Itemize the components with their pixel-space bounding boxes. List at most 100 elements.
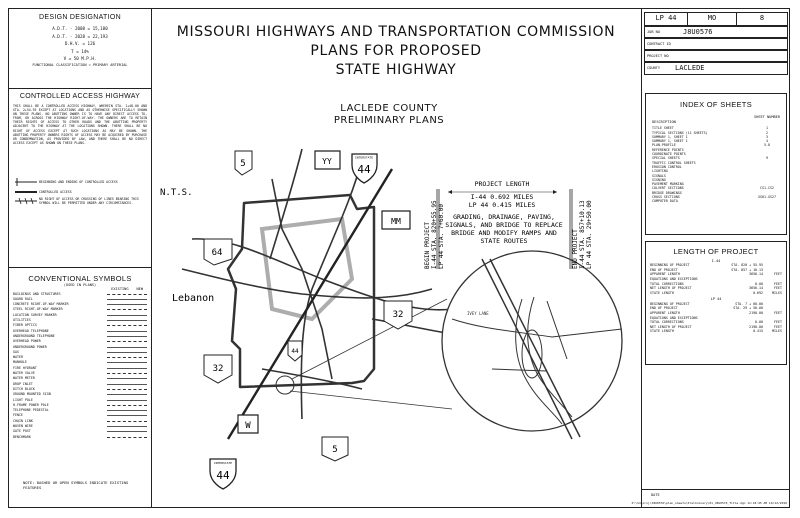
symbol-row: GATE POST [13, 429, 147, 434]
design-line: A.D.T. - 2008 = 15,180 [52, 26, 108, 31]
county-title: LACLEDE COUNTY PRELIMINARY PLANS [333, 103, 445, 126]
index-row: REFERENCE POINTS [652, 147, 684, 152]
symbol-glyph-icon [107, 376, 147, 380]
nts-label: N.T.S. [160, 188, 193, 198]
symbol-glyph-icon [107, 297, 147, 300]
symbol-row: WATER [13, 355, 147, 360]
symbol-row: BUILDINGS AND STRUCTURES [13, 292, 147, 297]
right-column-divider [641, 9, 642, 507]
svg-text:64: 64 [212, 248, 223, 258]
work-line-3: BRIDGE AND MODIFY RAMPS AND [451, 229, 557, 237]
left-column-divider [151, 9, 152, 507]
conventional-symbols-header: CONVENTIONAL SYMBOLS [28, 274, 132, 283]
symbol-label: UNDERGROUND POWER [13, 344, 47, 349]
symbol-label: DITCH BLOCK [13, 386, 35, 391]
symbol-row: UNDERGROUND POWER [13, 345, 147, 350]
controlled-legend: BEGINNING AND ENDING OF CONTROLLED ACCES… [13, 177, 149, 211]
symbol-label: UTILITIES [13, 318, 31, 323]
symbol-row: UNDERGROUND TELEPHONE [13, 334, 147, 339]
symbol-label: LOCATION SURVEY MARKER [13, 312, 57, 317]
design-values: A.D.T. - 2008 = 15,180 A.D.T. - 2028 = 2… [9, 25, 151, 63]
index-row: PAVEMENT MARKING [652, 182, 684, 187]
svg-text:INTERSTATE: INTERSTATE [355, 156, 373, 160]
symbol-row: GUARD RAIL [13, 297, 147, 302]
symbol-label: GATE POST [13, 429, 31, 434]
symbol-row: OVERHEAD TELEPHONE [13, 329, 147, 334]
i44-length: I-44 0.692 MILES [471, 193, 534, 201]
length-of-project: LENGTH OF PROJECT I-44 BEGINNING OF PROJ… [645, 241, 787, 365]
symbol-label: FIRE HYDRANT [13, 365, 37, 370]
design-line: D.H.V. = 126 [64, 41, 96, 47]
symbol-row: WOVEN WIRE [13, 424, 147, 429]
symbol-glyph-icon [107, 403, 147, 406]
route-mm-shield: MM [381, 210, 411, 230]
conventional-symbols: CONVENTIONAL SYMBOLS (USED IN PLANS) EXI… [9, 268, 151, 504]
symbol-label: TELEPHONE PEDESTAL [13, 408, 49, 413]
symbol-row: LIGHT POLE [13, 398, 147, 403]
symbol-row: WATER VALVE [13, 371, 147, 376]
symbol-glyph-icon [107, 408, 147, 412]
route-64-shield: 64 [203, 238, 233, 266]
route-yy-shield: YY [314, 150, 341, 170]
symbol-glyph-icon [107, 323, 147, 327]
index-of-sheets: INDEX OF SHEETS DESCRIPTION SHEET NUMBER… [645, 93, 787, 235]
symbol-glyph-icon [107, 398, 147, 401]
symbol-row: FIBER OPTICS [13, 323, 147, 328]
index-row: TYPICAL SECTIONS (11 SHEETS)2 [652, 130, 768, 135]
symbol-row: OVERHEAD POWER [13, 339, 147, 344]
legend-row: NO RIGHT OF ACCESS OR CROSSING OF LINES … [13, 197, 149, 211]
divider [9, 267, 151, 268]
route-5-shield: 5 [234, 150, 253, 176]
svg-text:I-44 STA. 820+55.95: I-44 STA. 820+55.95 [431, 200, 438, 269]
symbol-label: FIBER OPTICS [13, 323, 37, 328]
symbol-glyph-icon [107, 318, 147, 322]
svg-text:44: 44 [357, 163, 371, 176]
no-access-symbol-icon [15, 197, 37, 205]
symbol-glyph-icon [107, 355, 147, 359]
symbol-label: OVERHEAD TELEPHONE [13, 328, 49, 333]
functional-classification: FUNCTIONAL CLASSIFICATION = PRIMARY ARTE… [32, 62, 128, 67]
leader-line [291, 298, 448, 380]
svg-text:END PROJECT: END PROJECT [572, 229, 579, 269]
symbol-glyph-icon [107, 307, 147, 311]
title-line-1: MISSOURI HIGHWAYS AND TRANSPORTATION COM… [176, 24, 616, 40]
symbol-row: H-FRAME POWER POLE [13, 403, 147, 408]
svg-text:BEGIN PROJECT: BEGIN PROJECT [424, 222, 431, 269]
sheet-number-cell: 8 [736, 12, 788, 27]
controlled-access-text: THIS SHALL BE A CONTROLLED ACCESS HIGHWA… [13, 104, 147, 145]
svg-text:32: 32 [393, 310, 404, 320]
svg-text:44: 44 [291, 348, 299, 355]
project-length-title: PROJECT LENGTH [475, 180, 530, 188]
title-line-2: PLANS FOR PROPOSED [310, 43, 482, 59]
index-row: SIGNALS [652, 173, 666, 178]
leader-line [289, 390, 453, 410]
city-area [259, 216, 355, 322]
symbol-row: UTILITIES [13, 318, 147, 323]
symbol-row: STEEL RIGHT-OF-WAY MARKER [13, 307, 147, 312]
length-row: EQUATIONS AND EXCEPTIONS [650, 315, 698, 320]
symbol-glyph-icon [107, 435, 147, 438]
footer-divider [641, 489, 789, 490]
road [300, 158, 363, 420]
symbol-glyph-icon [107, 292, 147, 295]
symbol-label: FENCE [13, 413, 23, 418]
symbol-label: DROP INLET [13, 381, 33, 386]
index-row: BRIDGE DRAWINGS [652, 190, 682, 195]
svg-text:32: 32 [213, 364, 224, 374]
road [261, 368, 363, 390]
symbol-glyph-icon [107, 429, 147, 433]
design-line: V = 50 M.P.H. [63, 56, 97, 62]
route-32-west-shield: 32 [203, 354, 233, 384]
symbol-row: FIRE HYDRANT [13, 366, 147, 371]
interstate-44-line [226, 168, 394, 440]
